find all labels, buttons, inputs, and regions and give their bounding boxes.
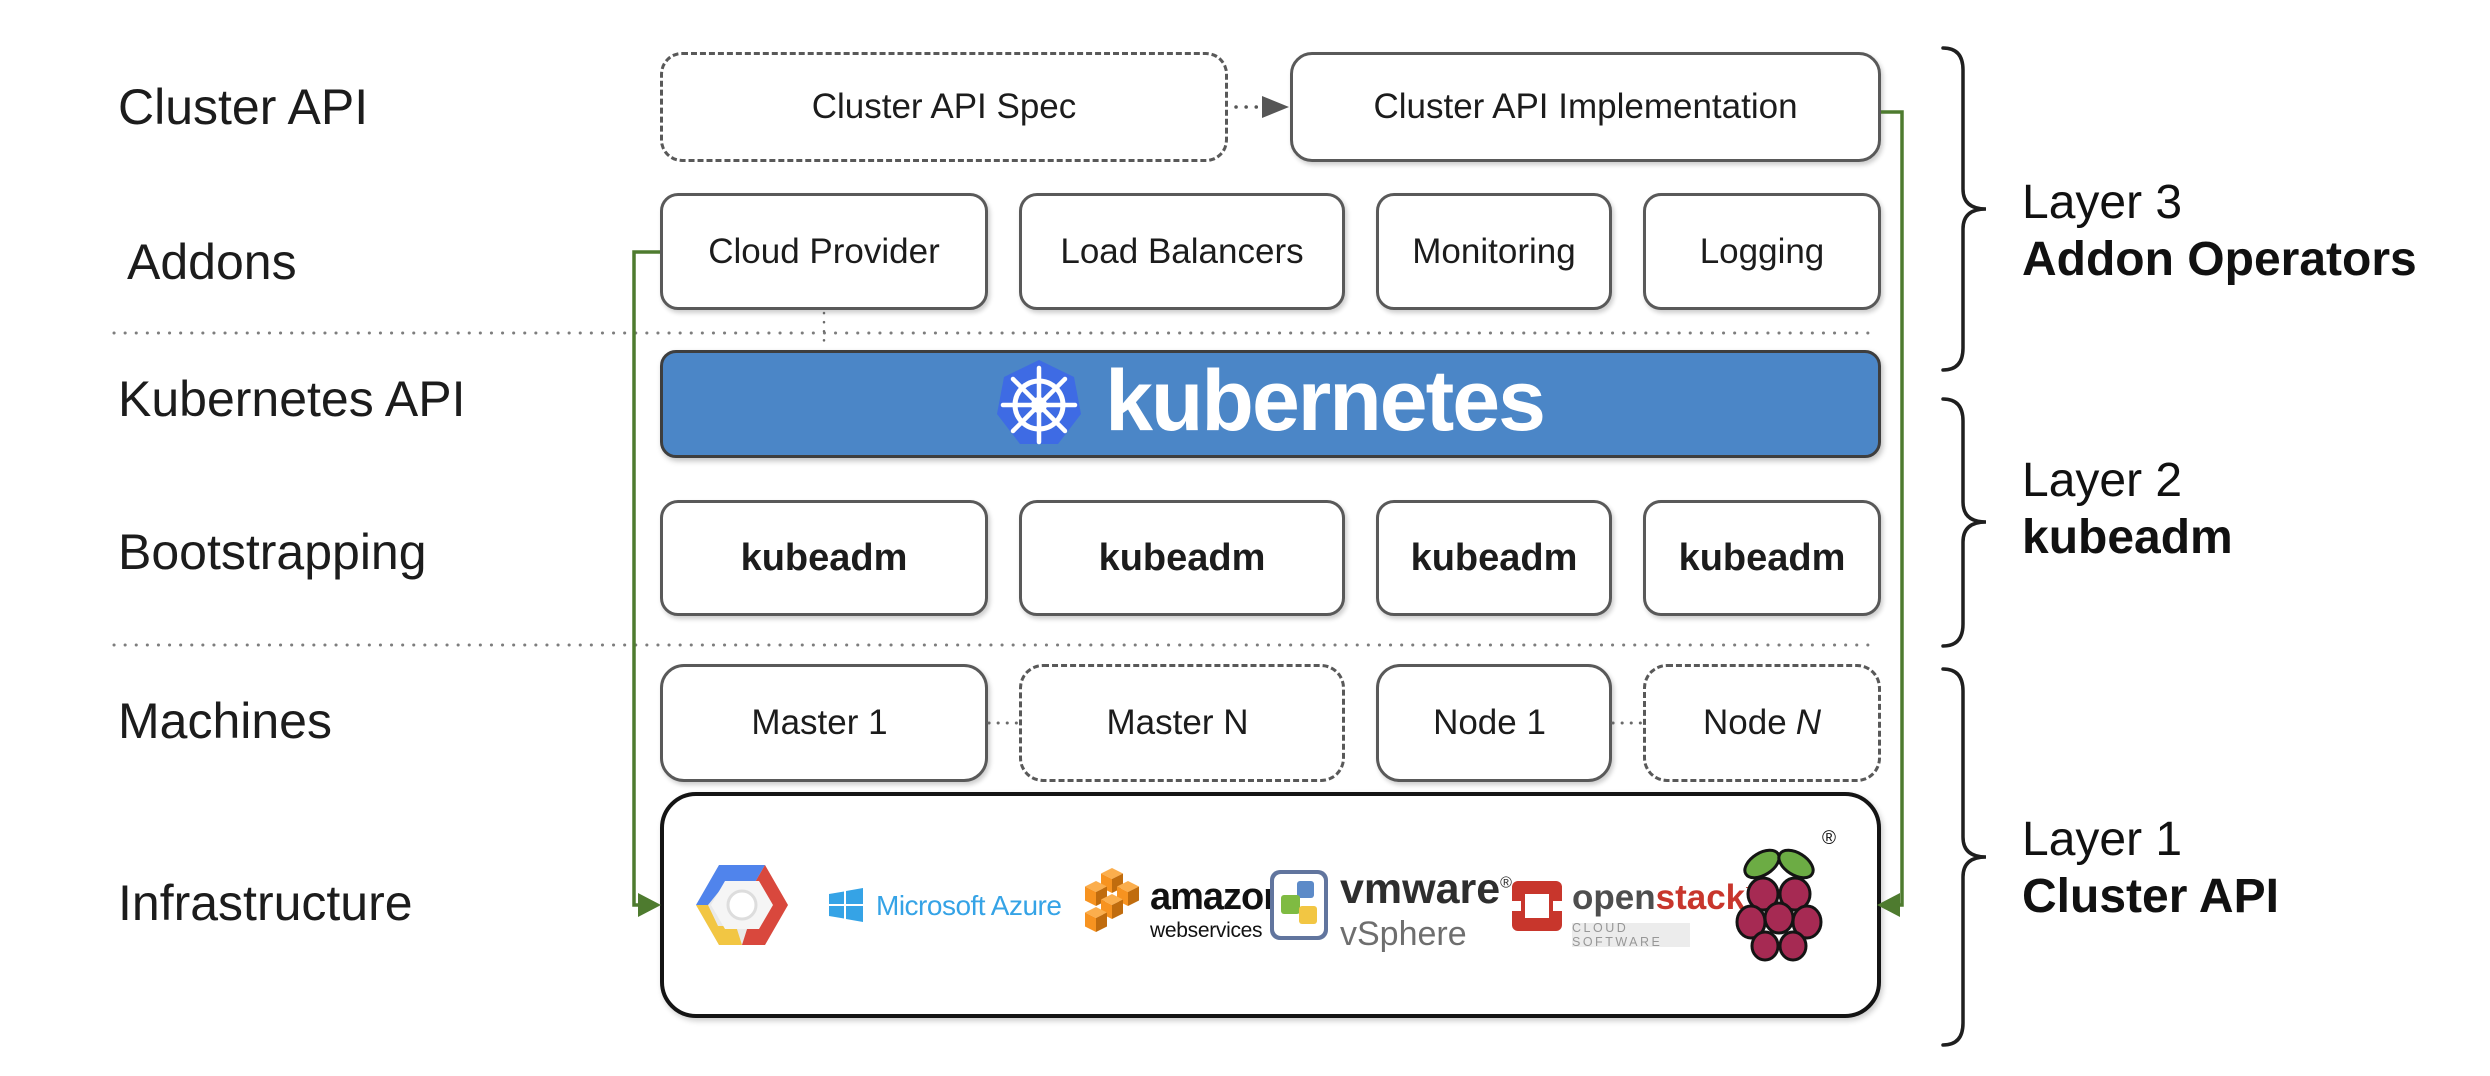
kubeadm-box-4: kubeadm: [1643, 500, 1881, 616]
infrastructure-box: Microsoft Azure: [660, 792, 1881, 1018]
layer-2-annotation: Layer 2 kubeadm: [2022, 452, 2233, 566]
vmware-label: vmware®: [1340, 865, 1512, 913]
kubeadm-label: kubeadm: [1410, 536, 1578, 579]
layer-3-title: Layer 3: [2022, 176, 2183, 229]
vmware-wordmark: vmware® vSphere: [1340, 865, 1512, 953]
spec-to-implementation-arrow: [1234, 96, 1289, 118]
aws-sublabel: webservices: [1150, 919, 1263, 942]
registered-mark: ®: [1500, 874, 1512, 892]
vsphere-label: vSphere: [1340, 915, 1467, 953]
row-label-kubernetes-api: Kubernetes API: [118, 371, 466, 427]
machine-box-node-1: Node 1: [1376, 664, 1612, 782]
addon-label: Cloud Provider: [708, 231, 940, 271]
raspberry-pi-logo-icon: ®: [1734, 828, 1836, 975]
kubernetes-logo-icon: [997, 360, 1082, 445]
google-cloud-logo-icon: [696, 859, 788, 956]
addon-box-load-balancers: Load Balancers: [1019, 193, 1345, 310]
cluster-api-spec-label: Cluster API Spec: [811, 87, 1077, 126]
kubeadm-box-2: kubeadm: [1019, 500, 1345, 616]
row-label-cluster-api: Cluster API: [118, 79, 369, 135]
openstack-sublabel: CLOUD SOFTWARE: [1572, 921, 1690, 949]
kubernetes-banner-label: kubernetes: [1105, 353, 1546, 449]
row-label-bootstrapping: Bootstrapping: [118, 524, 427, 580]
machine-label: Node: [1703, 703, 1787, 742]
machine-box-master-n: Master N: [1019, 664, 1345, 782]
kubeadm-box-3: kubeadm: [1376, 500, 1612, 616]
openstack-icon: [1512, 881, 1562, 936]
layer-1-subtitle: Cluster API: [2022, 870, 2279, 923]
microsoft-azure-label: Microsoft Azure: [876, 890, 1062, 921]
cluster-api-implementation-label: Cluster API Implementation: [1373, 87, 1798, 126]
addon-box-logging: Logging: [1643, 193, 1881, 310]
green-connector-left: [632, 250, 661, 917]
machine-label: Node 1: [1433, 703, 1546, 742]
layer-1-annotation: Layer 1 Cluster API: [2022, 811, 2279, 925]
layer-3-brace: [1941, 46, 1987, 372]
row-label-infrastructure: Infrastructure: [118, 875, 413, 931]
machine-label: Master 1: [751, 703, 888, 742]
aws-cubes-icon: [1084, 868, 1142, 939]
layer-3-subtitle: Addon Operators: [2022, 233, 2417, 286]
layer-2-title: Layer 2: [2022, 454, 2183, 507]
kubeadm-label: kubeadm: [1098, 536, 1266, 579]
cluster-api-implementation-box: Cluster API Implementation: [1290, 52, 1881, 162]
addon-box-monitoring: Monitoring: [1376, 193, 1612, 310]
kubeadm-box-1: kubeadm: [660, 500, 988, 616]
row-label-machines: Machines: [118, 693, 332, 749]
kubeadm-label: kubeadm: [740, 536, 908, 579]
addon-label: Monitoring: [1412, 231, 1576, 271]
addon-label: Load Balancers: [1060, 231, 1304, 271]
layer-1-brace: [1941, 667, 1987, 1047]
layer-3-annotation: Layer 3 Addon Operators: [2022, 174, 2417, 288]
vmware-vsphere-icon: [1270, 870, 1328, 945]
row-label-addons: Addons: [127, 234, 297, 290]
layer-2-brace: [1941, 397, 1987, 648]
addon-label: Logging: [1699, 231, 1825, 271]
registered-mark: ®: [1822, 828, 1836, 849]
layer-2-subtitle: kubeadm: [2022, 511, 2233, 564]
aws-label: amazon: [1150, 876, 1286, 918]
cluster-api-spec-box: Cluster API Spec: [660, 52, 1228, 162]
machine-box-master-1: Master 1: [660, 664, 988, 782]
machine-suffix: N: [1795, 703, 1821, 742]
openstack-wordmark: openstack™ CLOUD SOFTWARE: [1572, 880, 1759, 949]
kubeadm-label: kubeadm: [1678, 536, 1846, 579]
addon-box-cloud-provider: Cloud Provider: [660, 193, 988, 310]
microsoft-azure-flag-icon: [829, 888, 863, 927]
machine-label: Master N: [1106, 703, 1249, 742]
aws-wordmark: amazon webservices: [1150, 876, 1286, 942]
layer-1-title: Layer 1: [2022, 813, 2183, 866]
openstack-label: openstack™: [1572, 880, 1759, 915]
kubernetes-banner: kubernetes: [660, 350, 1881, 458]
